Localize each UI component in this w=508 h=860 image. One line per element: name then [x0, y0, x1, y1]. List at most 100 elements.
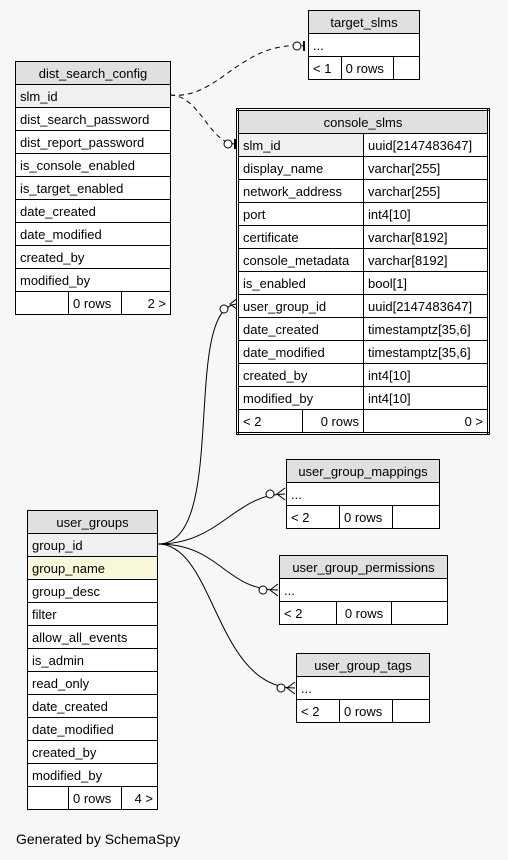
edge-crowfoot-tags [286, 681, 296, 695]
column-modified-by: modified_by [15, 268, 171, 292]
column-certificate: certificate [237, 225, 364, 249]
column-network-address: network_address [237, 179, 364, 203]
table-footer-parents [15, 291, 69, 315]
column-type: uuid[2147483647] [363, 133, 489, 157]
table-footer-rows: 0 rows [68, 291, 122, 315]
table-title[interactable]: console_slms [237, 109, 489, 134]
edge-user-groups-to-console-slms [157, 303, 239, 545]
table-title[interactable]: user_group_mappings [286, 459, 440, 483]
column-date-modified: date_modified [27, 717, 158, 741]
edge-marker-target-slms [292, 41, 302, 51]
edge-marker-console-user-group-id [219, 304, 229, 314]
column-type: timestamptz[35,6] [363, 317, 489, 341]
table-target-slms[interactable]: target_slms ... < 1 0 rows [308, 10, 420, 80]
table-footer-parents: < 2 [237, 409, 303, 434]
column-is-admin: is_admin [27, 648, 158, 672]
column-display-name: display_name [237, 156, 364, 180]
table-user-group-permissions[interactable]: user_group_permissions ... < 2 0 rows [279, 555, 448, 625]
table-footer-rows: 0 rows [340, 56, 395, 80]
column-allow-all-events: allow_all_events [27, 625, 158, 649]
column-type: int4[10] [363, 386, 489, 410]
column-modified-by: modified_by [237, 386, 364, 410]
edge-crowfoot-console [229, 297, 239, 311]
column-slm-id: slm_id [15, 84, 171, 108]
table-footer-rows: 0 rows [302, 409, 364, 434]
table-footer-children [392, 699, 430, 723]
table-title[interactable]: user_groups [27, 510, 158, 534]
edge-user-groups-to-permissions [157, 543, 279, 591]
edge-marker-console-slms [223, 139, 233, 149]
column-group-id: group_id [27, 533, 158, 557]
column-type: int4[10] [363, 363, 489, 387]
column-port: port [237, 202, 364, 226]
table-row: ... [279, 578, 448, 602]
table-footer-parents: < 1 [308, 56, 342, 80]
edge-user-groups-to-tags [157, 543, 296, 689]
column-dist-search-password: dist_search_password [15, 107, 171, 131]
table-title[interactable]: user_group_permissions [279, 555, 448, 579]
column-type: varchar[8192] [363, 248, 489, 272]
table-row: ... [286, 482, 440, 506]
table-row: ... [308, 33, 420, 57]
generated-by-footer: Generated by SchemaSpy [16, 831, 181, 847]
column-is-enabled: is_enabled [237, 271, 364, 295]
table-footer-parents: < 2 [279, 601, 337, 625]
column-group-desc: group_desc [27, 579, 158, 603]
table-user-group-mappings[interactable]: user_group_mappings ... < 2 0 rows [286, 459, 440, 529]
column-type: timestamptz[35,6] [363, 340, 489, 364]
column-modified-by: modified_by [27, 763, 158, 787]
table-footer-parents [27, 786, 69, 810]
table-footer-rows: 0 rows [336, 601, 392, 625]
table-footer-children [392, 505, 440, 529]
table-dist-search-config[interactable]: dist_search_config slm_id dist_search_pa… [15, 61, 171, 315]
table-footer-parents: < 2 [286, 505, 340, 529]
table-footer-parents: < 2 [296, 699, 340, 723]
table-footer-children: 0 > [363, 409, 489, 434]
table-row: ... [296, 676, 430, 700]
table-user-groups[interactable]: user_groups group_id group_name group_de… [27, 510, 158, 810]
column-is-target-enabled: is_target_enabled [15, 176, 171, 200]
column-is-console-enabled: is_console_enabled [15, 153, 171, 177]
column-created-by: created_by [237, 363, 364, 387]
column-type: uuid[2147483647] [363, 294, 489, 318]
column-console-metadata: console_metadata [237, 248, 364, 272]
column-dist-report-password: dist_report_password [15, 130, 171, 154]
table-footer-rows: 0 rows [339, 505, 393, 529]
column-group-name: group_name [27, 556, 158, 580]
column-read-only: read_only [27, 671, 158, 695]
column-user-group-id: user_group_id [237, 294, 364, 318]
column-date-created: date_created [15, 199, 171, 223]
table-footer-children [393, 56, 420, 80]
table-footer-rows: 0 rows [68, 786, 122, 810]
column-filter: filter [27, 602, 158, 626]
table-user-group-tags[interactable]: user_group_tags ... < 2 0 rows [296, 653, 430, 723]
edge-marker-tags [276, 683, 286, 693]
table-title[interactable]: dist_search_config [15, 61, 171, 85]
column-type: varchar[8192] [363, 225, 489, 249]
column-date-created: date_created [237, 317, 364, 341]
table-title[interactable]: user_group_tags [296, 653, 430, 677]
column-type: bool[1] [363, 271, 489, 295]
column-date-created: date_created [27, 694, 158, 718]
column-type: int4[10] [363, 202, 489, 226]
column-date-modified: date_modified [237, 340, 364, 364]
column-slm-id: slm_id [237, 133, 364, 157]
column-type: varchar[255] [363, 156, 489, 180]
edge-crowfoot-permissions [269, 583, 279, 597]
edge-dist-search-config-to-target-slms [169, 45, 306, 96]
table-footer-children [391, 601, 448, 625]
table-footer-children: 4 > [121, 786, 158, 810]
table-footer-rows: 0 rows [339, 699, 393, 723]
column-created-by: created_by [27, 740, 158, 764]
table-title[interactable]: target_slms [308, 10, 420, 34]
table-footer-children: 2 > [121, 291, 171, 315]
edge-marker-permissions [258, 585, 268, 595]
edge-crowfoot-mappings [276, 487, 286, 501]
edge-dist-search-config-to-console-slms [169, 94, 237, 145]
column-created-by: created_by [15, 245, 171, 269]
edge-marker-mappings [265, 489, 275, 499]
column-date-modified: date_modified [15, 222, 171, 246]
column-type: varchar[255] [363, 179, 489, 203]
